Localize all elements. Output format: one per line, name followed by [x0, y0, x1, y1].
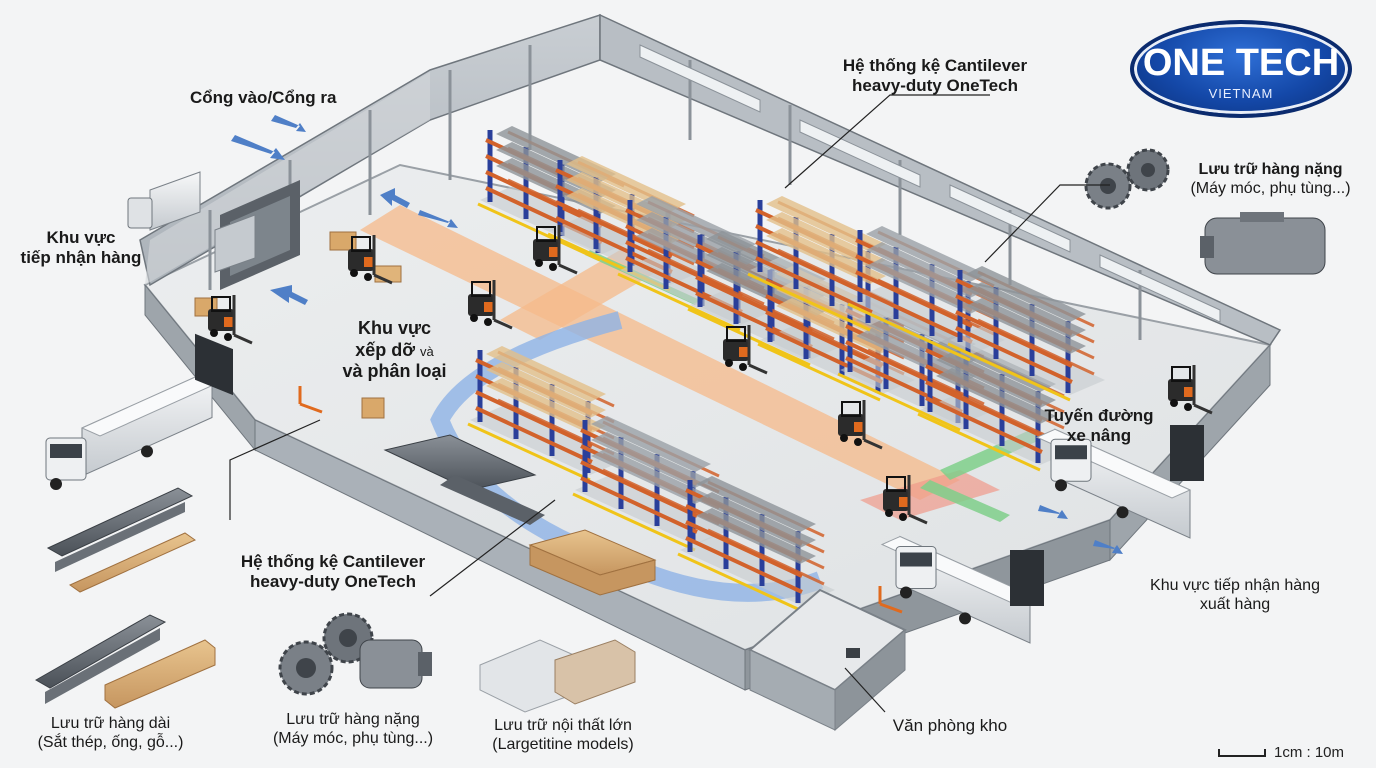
furniture-line2: (Largetitine models)	[492, 736, 634, 754]
scale-text: 1cm : 10m	[1274, 744, 1345, 761]
back-wall	[139, 13, 1282, 346]
heavy-bottom-line2: (Máy móc, phụ tùng...)	[272, 730, 434, 748]
cantilever-top-line1: Hệ thống kệ Cantilever	[842, 56, 1028, 75]
steel-beam-icon	[46, 487, 197, 593]
side-illustrations	[34, 148, 1326, 713]
pallet-jack-icon	[878, 586, 903, 614]
scale-bar	[1218, 749, 1266, 758]
truck-icon	[45, 368, 232, 490]
forklift-icon	[348, 235, 393, 285]
direction-arrows	[231, 115, 1123, 554]
receiving-line2: tiếp nhận hàng	[20, 248, 142, 268]
cantilever-bottom-line1: Hệ thống kệ Cantilever	[240, 552, 426, 571]
timber-stack	[528, 529, 657, 596]
forklift-route-line1: Tuyến đường	[1044, 406, 1154, 425]
logo-sub: VIETNAM	[1208, 86, 1274, 101]
forklift-icon	[883, 475, 928, 525]
forklift-icon	[468, 280, 513, 330]
label-forklift-route: Tuyến đường xe nâng	[1034, 406, 1164, 447]
label-sorting-area: Khu vực xếp dỡ và và phân loại	[332, 318, 457, 383]
sorting-line1: Khu vực	[357, 318, 432, 338]
label-entry-gate: Cổng vào/Cổng ra	[190, 88, 336, 108]
long-goods-line2: (Sắt thép, ống, gỗ...)	[37, 734, 184, 752]
motor-icon	[359, 639, 432, 689]
forklift-icon	[838, 400, 883, 450]
label-shipping-area: Khu vực tiếp nhận hàng xuất hàng	[1130, 576, 1340, 614]
dock-doors	[195, 333, 1204, 606]
forklift-icon	[723, 325, 768, 375]
truck-icon	[880, 535, 1032, 644]
sofa-icon	[479, 639, 636, 713]
label-long-goods: Lưu trữ hàng dài (Sắt thép, ống, gỗ...)	[18, 714, 203, 752]
label-furniture: Lưu trữ nội thất lớn (Largetitine models…	[472, 716, 654, 754]
motor-icon	[1200, 212, 1326, 275]
forklift-icon	[208, 295, 253, 345]
rack-unit	[947, 266, 1105, 402]
rack-unit	[917, 336, 1075, 472]
forklifts	[208, 225, 1213, 614]
heavy-top-line1: Lưu trữ hàng nặng	[1198, 161, 1343, 178]
sorting-line2b: và	[420, 343, 434, 359]
steel-pipe-stack	[383, 434, 545, 525]
floor-goods	[194, 231, 657, 596]
cantilever-racks	[467, 126, 1105, 612]
shipping-line1: Khu vực tiếp nhận hàng	[1150, 577, 1320, 594]
truck-icon	[1035, 428, 1192, 539]
shipping-line2: xuất hàng	[1199, 596, 1271, 614]
forklift-icon	[1168, 365, 1213, 415]
label-heavy-top: Lưu trữ hàng nặng (Máy móc, phụ tùng...)	[1178, 160, 1363, 198]
gear-icon	[1084, 148, 1170, 210]
truck-icon	[214, 214, 256, 273]
label-cantilever-top: Hệ thống kệ Cantilever heavy-duty OneTec…	[820, 56, 1050, 97]
warehouse-office	[748, 588, 907, 732]
forklift-route-line2: xe nâng	[1066, 426, 1132, 446]
label-cantilever-bottom: Hệ thống kệ Cantilever heavy-duty OneTec…	[222, 552, 444, 593]
truck-icon	[127, 171, 201, 231]
pallet-jack-icon	[298, 386, 323, 414]
label-heavy-bottom: Lưu trữ hàng nặng (Máy móc, phụ tùng...)	[258, 710, 448, 748]
rack-unit	[677, 476, 835, 612]
receiving-line1: Khu vực	[46, 228, 116, 247]
onetech-logo: ONE TECH VIETNAM	[1130, 20, 1352, 118]
heavy-bottom-line1: Lưu trữ hàng nặng	[286, 711, 420, 728]
office-text: Văn phòng kho	[892, 716, 1008, 735]
logo-name: ONE TECH	[1142, 42, 1340, 84]
forklift-icon	[533, 225, 578, 275]
leader-lines	[229, 94, 1110, 713]
label-office: Văn phòng kho	[880, 716, 1020, 736]
long-goods-line1: Lưu trữ hàng dài	[50, 715, 171, 732]
rack-unit	[747, 196, 905, 332]
heavy-top-line2: (Máy móc, phụ tùng...)	[1190, 180, 1351, 198]
cantilever-bottom-line2: heavy-duty OneTech	[250, 572, 416, 592]
cantilever-top-line2: heavy-duty OneTech	[852, 76, 1018, 96]
sorting-line3: và phân loại	[342, 361, 447, 382]
sorting-line2: xếp dỡ và	[332, 340, 457, 362]
scale-indicator: 1cm : 10m	[1218, 744, 1344, 761]
gear-icon	[278, 612, 374, 696]
entry-gate-text: Cổng vào/Cổng ra	[190, 88, 337, 107]
sorting-line2a: xếp dỡ	[355, 339, 416, 360]
trucks	[45, 171, 1192, 644]
label-receiving-area: Khu vực tiếp nhận hàng	[10, 228, 152, 269]
furniture-line1: Lưu trữ nội thất lớn	[494, 717, 632, 734]
logo-ellipse	[1130, 20, 1352, 118]
steel-beam-icon	[34, 614, 216, 709]
